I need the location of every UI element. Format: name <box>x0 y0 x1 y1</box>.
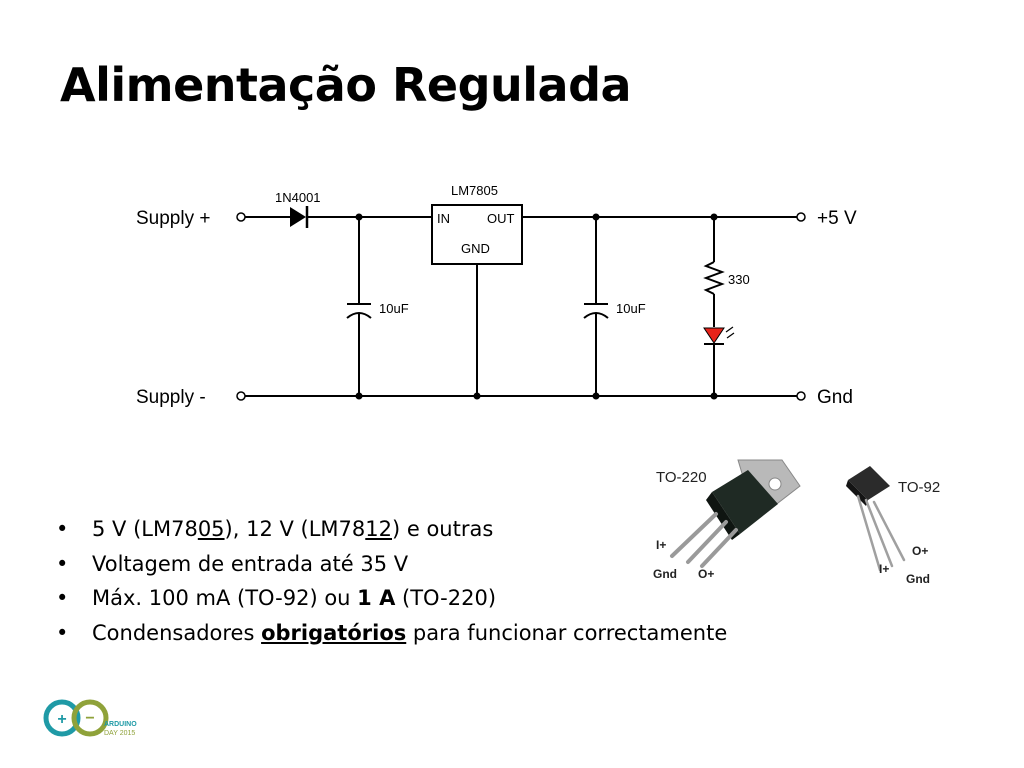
to92-pin-gnd: Gnd <box>906 572 930 586</box>
to92-pin-out: O+ <box>912 544 928 558</box>
terminal-out-plus <box>796 212 806 222</box>
terminal-supply-plus <box>236 212 246 222</box>
label-cap1: 10uF <box>379 301 409 316</box>
label-supply-plus: Supply + <box>136 208 210 229</box>
resistor-zigzag <box>703 261 725 295</box>
terminal-out-gnd <box>796 391 806 401</box>
junction-dots <box>355 213 718 400</box>
to220-label: TO-220 <box>656 469 707 486</box>
label-resistor: 330 <box>728 272 750 287</box>
bullet-list: 5 V (LM7805), 12 V (LM7812) e outras Vol… <box>56 512 727 650</box>
svg-text:+: + <box>57 711 66 728</box>
terminal-supply-minus <box>236 391 246 401</box>
to92-pin-in: I+ <box>879 562 889 576</box>
regulator-box <box>431 204 523 265</box>
diode-icon <box>290 207 306 227</box>
label-out-plus: +5 V <box>817 208 857 229</box>
bullet-max-current: Máx. 100 mA (TO-92) ou 1 A (TO-220) <box>56 581 727 616</box>
led-light-arrows <box>725 326 735 339</box>
bullet-capacitors: Condensadores obrigatórios para funciona… <box>56 616 727 651</box>
logo-line2: DAY 2015 <box>104 730 135 737</box>
label-supply-minus: Supply - <box>136 387 206 408</box>
led-icon <box>703 327 725 344</box>
logo-line1: ARDUINO <box>104 721 137 728</box>
circuit-schematic: Supply + Supply - +5 V Gnd 1N4001 LM7805… <box>136 183 857 408</box>
label-reg-out: OUT <box>487 211 515 226</box>
svg-text:−: − <box>85 710 94 727</box>
label-reg-in: IN <box>437 211 450 226</box>
arduino-day-logo: + − ARDUINO DAY 2015 <box>43 699 137 737</box>
label-cap2: 10uF <box>616 301 646 316</box>
label-out-gnd: Gnd <box>817 387 853 408</box>
slide-title: Alimentação Regulada <box>60 58 632 112</box>
to92-label: TO-92 <box>898 479 940 496</box>
label-regulator: LM7805 <box>451 183 498 198</box>
bullet-input-voltage: Voltagem de entrada até 35 V <box>56 547 727 582</box>
to92-package-icon <box>846 466 906 572</box>
label-reg-gnd: GND <box>461 241 490 256</box>
bullet-voltages: 5 V (LM7805), 12 V (LM7812) e outras <box>56 512 727 547</box>
label-diode: 1N4001 <box>275 190 321 205</box>
